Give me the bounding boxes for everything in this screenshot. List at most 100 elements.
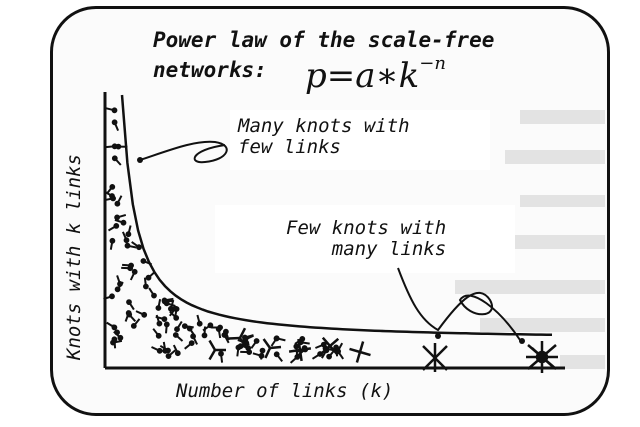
power-law-curve <box>120 94 553 337</box>
knot-link <box>264 347 272 359</box>
knot-node <box>130 323 137 329</box>
knot-node <box>155 305 162 311</box>
formula-exponent: −n <box>419 52 446 74</box>
knot-link <box>298 349 303 362</box>
knot-link <box>238 327 247 339</box>
knot-node <box>124 242 131 249</box>
background-patch <box>230 110 490 170</box>
knot-node <box>114 286 121 293</box>
knot-node <box>174 350 181 357</box>
knot-link <box>329 337 340 347</box>
knot-node <box>172 305 179 312</box>
knot-node <box>111 155 118 162</box>
knot-link <box>208 349 217 361</box>
pointer-squiggle-many <box>139 140 228 164</box>
knot-node <box>136 244 142 251</box>
knot-node <box>111 336 118 343</box>
knot-node <box>181 323 188 330</box>
knot-node <box>172 332 179 338</box>
knot-node <box>253 338 260 344</box>
knot-node <box>273 335 280 342</box>
knot-node <box>294 354 301 360</box>
knot-node <box>117 334 124 341</box>
knot-node <box>162 347 169 354</box>
knot-markers <box>103 107 371 364</box>
knot-link <box>238 337 247 348</box>
knot-link <box>297 338 302 351</box>
knot-node <box>109 237 116 244</box>
y-axis-label: Knots with k links <box>63 154 85 360</box>
knot-node <box>156 320 163 327</box>
knot-node <box>188 340 195 347</box>
title-line-2: networks: <box>153 58 267 82</box>
knot-node <box>174 326 180 333</box>
knot-node <box>109 293 115 300</box>
knot-node <box>141 311 148 318</box>
background-patch <box>215 205 515 273</box>
knot-node <box>120 219 127 226</box>
knot-node <box>111 119 118 126</box>
knot-link <box>321 336 331 347</box>
knot-node <box>123 237 130 244</box>
knot-node <box>156 347 163 354</box>
knot-node <box>110 195 116 202</box>
background-stripes <box>455 110 605 369</box>
title-line-1: Power law of the scale-free <box>153 28 495 52</box>
knot-node <box>125 231 132 238</box>
knot-node <box>145 274 152 281</box>
knot-node <box>237 343 244 350</box>
knot-node <box>114 200 121 207</box>
knot-node <box>131 268 138 275</box>
hub-star-medium <box>422 343 448 372</box>
knot-link <box>329 345 339 356</box>
annotation-few-knots: Few knots with many links <box>286 217 447 260</box>
knot-node <box>173 315 180 321</box>
knot-node <box>161 297 168 304</box>
pointer-squiggle-few <box>397 267 521 341</box>
knot-node <box>161 316 168 323</box>
knot-link <box>359 350 371 357</box>
power-law-formula: p=a∗k−n <box>305 52 446 96</box>
knot-node <box>143 283 149 290</box>
knot-node <box>165 353 172 360</box>
x-axis-label: Number of links (k) <box>176 380 394 402</box>
knot-node <box>218 350 224 357</box>
knot-node <box>155 332 162 339</box>
knot-node <box>140 258 147 264</box>
knot-link <box>288 348 301 353</box>
knot-node <box>125 310 132 316</box>
knot-link <box>228 336 241 340</box>
knot-node <box>128 262 135 269</box>
pointer-dot <box>137 157 143 163</box>
knot-node <box>215 326 222 333</box>
knot-node <box>299 336 306 342</box>
formula-base: p=a∗k <box>305 56 420 96</box>
knot-node <box>109 184 116 190</box>
knot-link <box>358 341 365 353</box>
knot-node <box>111 143 118 150</box>
annotation-many-knots: Many knots with few links <box>238 115 410 158</box>
knot-node <box>111 107 118 114</box>
knot-link <box>349 347 361 354</box>
knot-node <box>246 349 253 356</box>
knot-link <box>320 345 331 355</box>
pointer-dot <box>435 333 441 339</box>
pointer-dot <box>519 338 525 344</box>
knot-node <box>207 322 214 329</box>
knot-node <box>223 328 229 335</box>
knot-link <box>269 345 282 350</box>
knot-node <box>259 347 266 354</box>
hub-star-large <box>526 341 558 373</box>
knot-link <box>262 338 272 349</box>
knot-node <box>113 223 120 229</box>
knot-link <box>355 351 362 363</box>
knot-node <box>326 353 333 360</box>
knot-node <box>273 351 280 358</box>
knot-node <box>163 321 170 328</box>
knot-node <box>196 320 203 327</box>
knot-link <box>299 347 312 352</box>
knot-link <box>208 339 217 351</box>
knot-node <box>126 299 132 306</box>
